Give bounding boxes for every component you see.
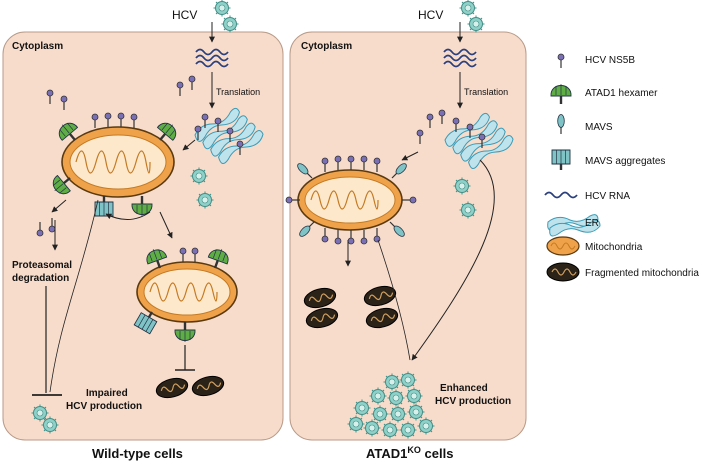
mitochondria-icon xyxy=(136,261,238,323)
legend-label-mitochondria: Mitochondria xyxy=(585,242,643,253)
virus-icon xyxy=(221,15,239,33)
atad1-hexamer-icon xyxy=(550,83,572,105)
legend-label-hcv-rna: HCV RNA xyxy=(585,191,630,202)
legend-label-atad1: ATAD1 hexamer xyxy=(585,88,658,99)
production-arrow xyxy=(411,159,495,361)
wt-outcome-line2: HCV production xyxy=(66,401,142,412)
legend: HCV NS5B ATAD1 hexamer MAVS MAVS aggrega… xyxy=(544,53,699,282)
degradation-line1: Proteasomal xyxy=(12,260,72,271)
mitochondria-icon xyxy=(546,236,580,256)
mitochondria-icon xyxy=(61,126,175,198)
curve-line xyxy=(377,239,411,361)
virus-icon xyxy=(41,416,59,434)
legend-label-er: ER xyxy=(585,218,599,229)
ko-cytoplasm-panel xyxy=(289,31,527,441)
mavs-aggregates-icon xyxy=(551,149,571,171)
legend-label-mavs-aggregates: MAVS aggregates xyxy=(585,156,665,167)
virus-icon xyxy=(467,15,485,33)
fragmented-mitochondria-icon xyxy=(546,262,580,282)
mitochondria-icon xyxy=(297,169,403,231)
wt-outcome-line1: Impaired xyxy=(86,388,128,399)
wt-cytoplasm-label: Cytoplasm xyxy=(12,41,63,52)
legend-label-fragmented: Fragmented mitochondria xyxy=(585,268,699,279)
mavs-icon xyxy=(557,113,565,135)
to-mito2-arrow xyxy=(159,211,173,239)
virus-icon xyxy=(190,167,208,185)
virus-icon xyxy=(213,0,231,17)
ko-hcv-label: HCV xyxy=(418,8,443,22)
ko-cytoplasm-label: Cytoplasm xyxy=(301,41,352,52)
wt-caption: Wild-type cells xyxy=(92,446,183,461)
virus-icon xyxy=(31,404,49,422)
virus-icon xyxy=(459,201,477,219)
extraction-arrow xyxy=(51,199,67,213)
ko-translation-label: Translation xyxy=(464,87,508,97)
ko-outcome-line1: Enhanced xyxy=(440,383,488,394)
legend-label-mavs: MAVS xyxy=(585,122,613,133)
curve-line xyxy=(49,199,99,393)
virus-icon xyxy=(196,191,214,209)
degradation-line2: degradation xyxy=(12,273,69,284)
cycle-arrow xyxy=(105,211,151,220)
ko-outcome-line2: HCV production xyxy=(435,396,511,407)
wt-hcv-label: HCV xyxy=(172,8,197,22)
legend-label-ns5b: HCV NS5B xyxy=(585,55,635,66)
wt-translation-label: Translation xyxy=(216,87,260,97)
hcv-rna-icon xyxy=(544,191,578,199)
ns5b-icon xyxy=(557,53,565,69)
ns5b-to-mito-arrow xyxy=(401,151,419,161)
virus-icon xyxy=(453,177,471,195)
virus-icon xyxy=(459,0,477,17)
ko-caption: ATAD1KO cells xyxy=(366,445,453,461)
ns5b-to-mito-arrow xyxy=(182,139,196,151)
